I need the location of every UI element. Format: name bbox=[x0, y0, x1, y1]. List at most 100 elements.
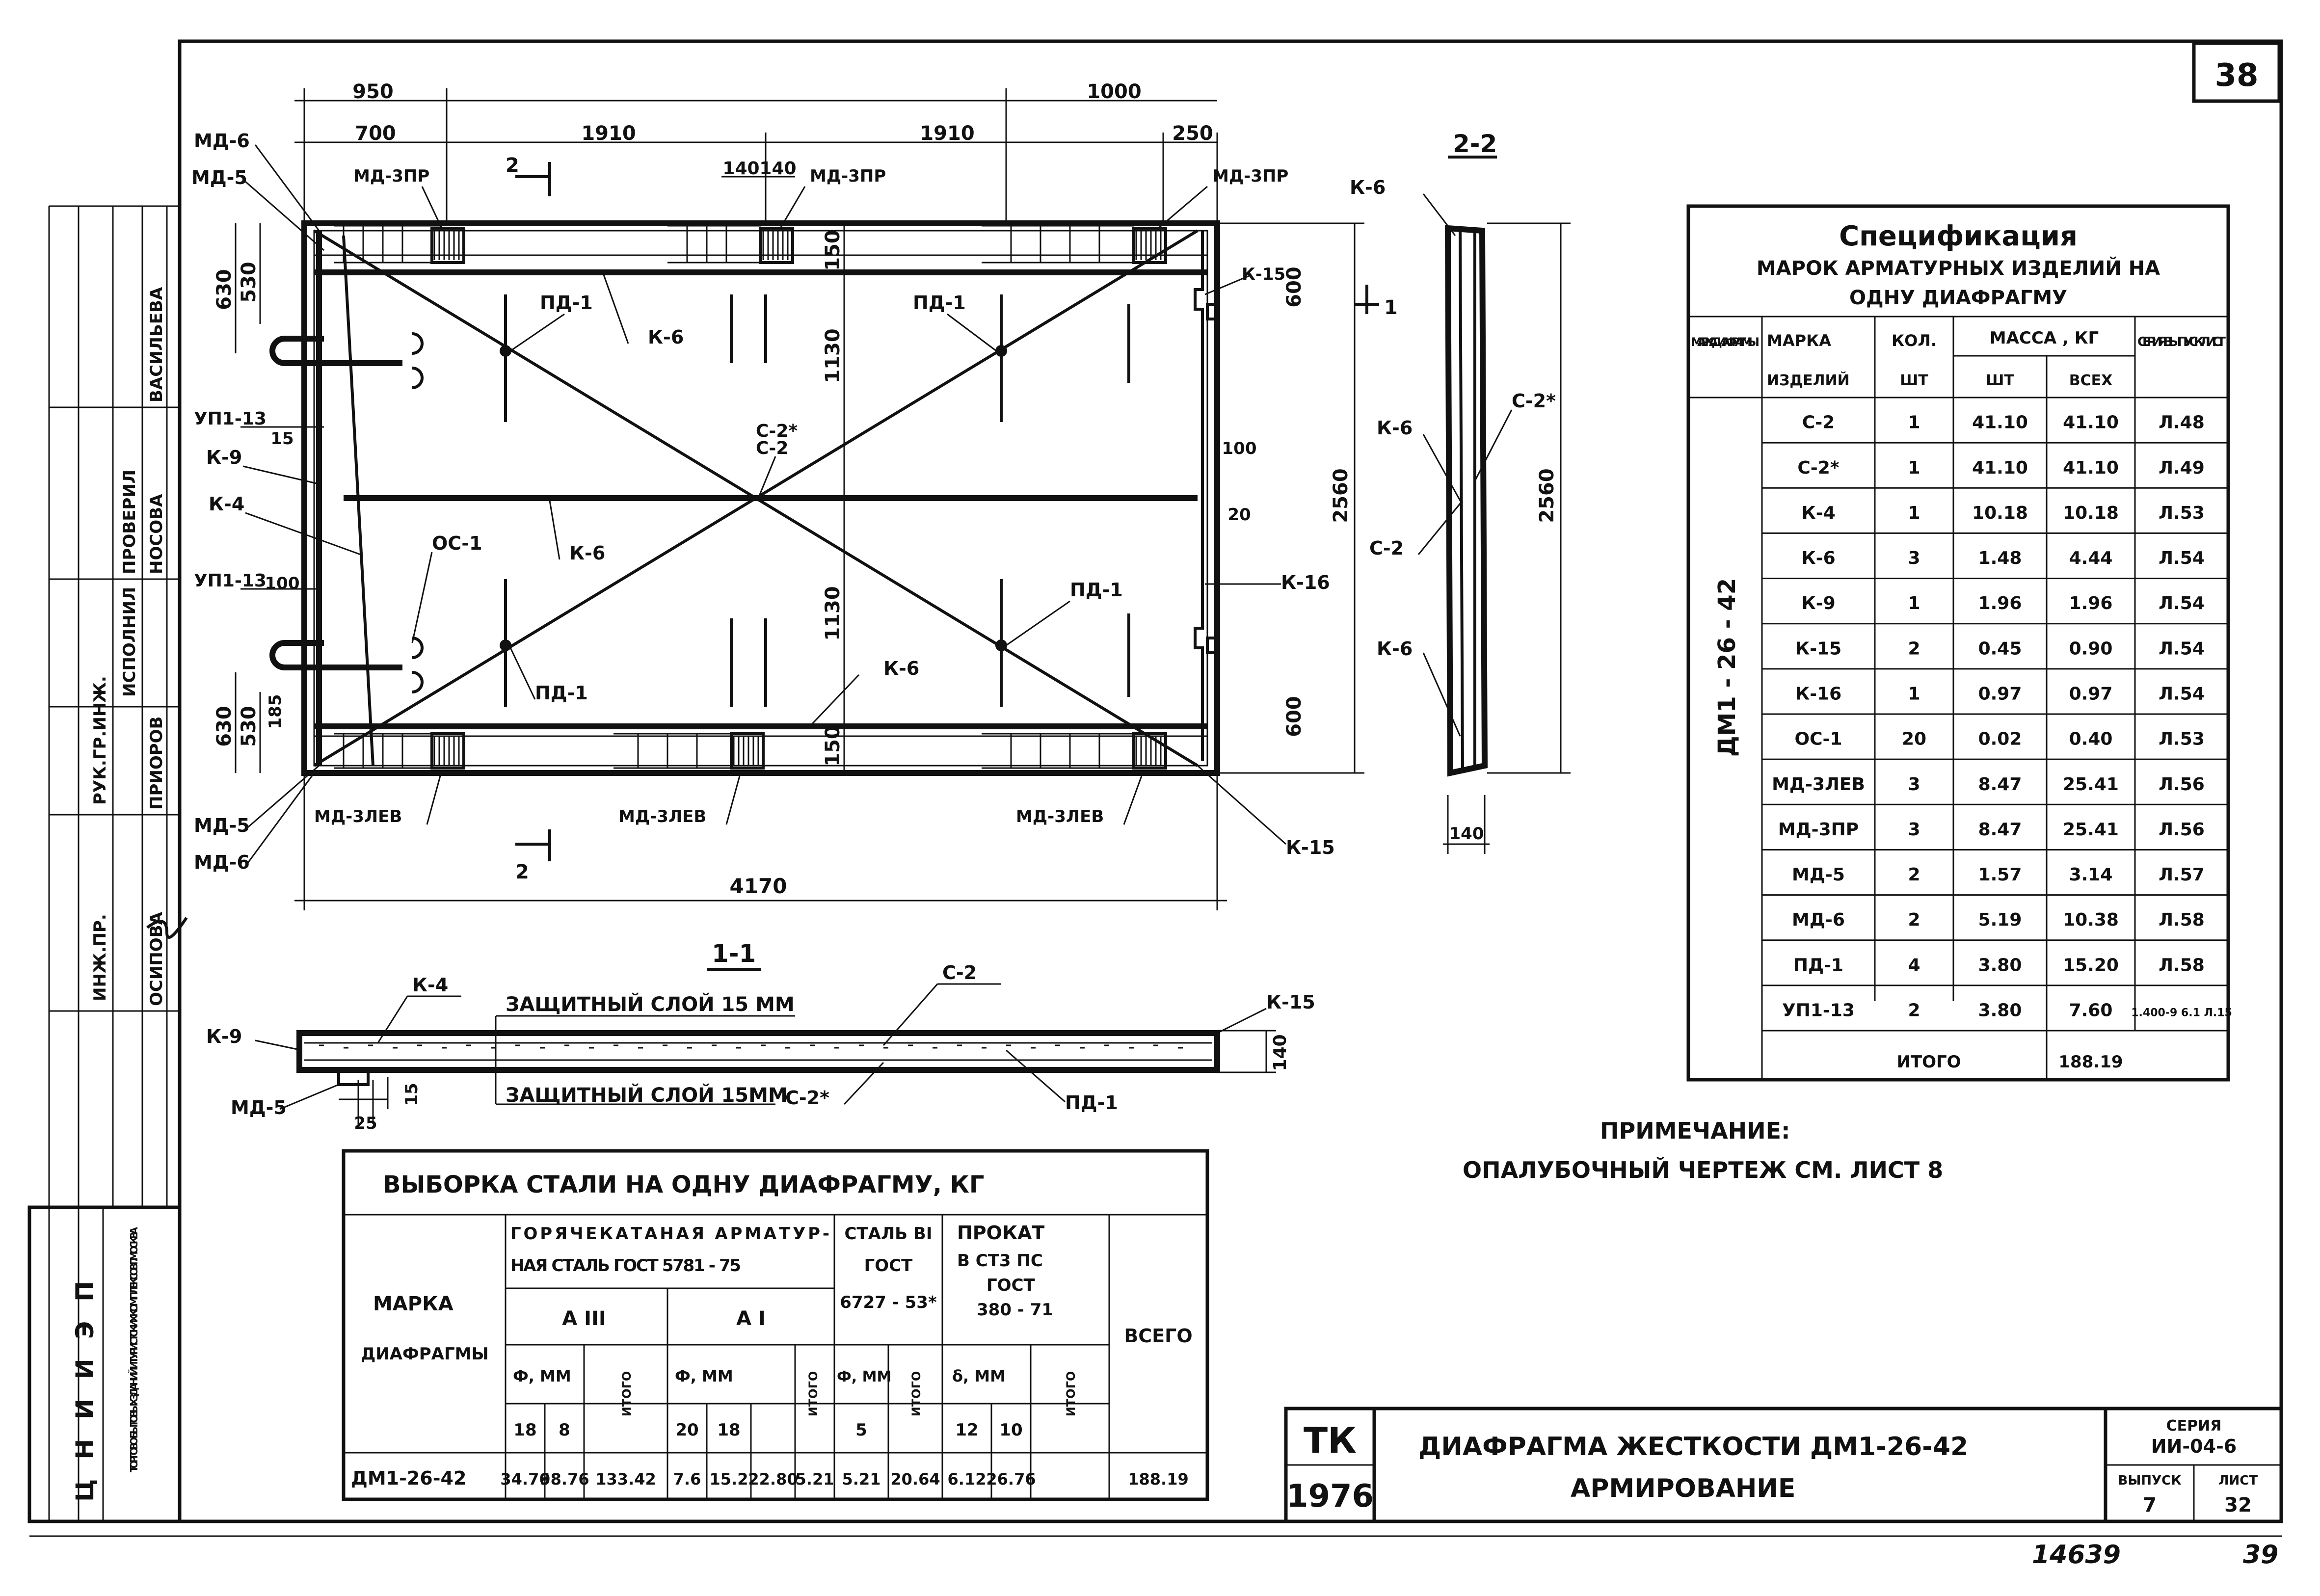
spec-cell: 0.90 bbox=[2069, 638, 2113, 659]
label-11-c2s: С-2* bbox=[785, 1087, 829, 1109]
note-text: ОПАЛУБОЧНЫЙ ЧЕРТЕЖ СМ. ЛИСТ 8 bbox=[1463, 1157, 1943, 1183]
spec-cell: 2 bbox=[1908, 910, 1920, 930]
svg-text:ГОРЯЧЕКАТАНАЯ АРМАТУР-: ГОРЯЧЕКАТАНАЯ АРМАТУР- bbox=[510, 1224, 829, 1244]
spec-cell: МД-3ЛЕВ bbox=[1772, 774, 1865, 795]
label-up-1: УП1-13 bbox=[194, 409, 267, 429]
label-md3pr-1: МД-3ПР bbox=[353, 166, 429, 186]
svg-text:НАЯ СТАЛЬ ГОСТ 5781 - 75: НАЯ СТАЛЬ ГОСТ 5781 - 75 bbox=[510, 1256, 741, 1276]
svg-text:ИТОГО: ИТОГО bbox=[1064, 1371, 1078, 1417]
name-1: ВАСИЛЬЕВА bbox=[147, 287, 166, 402]
spec-cell: МД-6 bbox=[1792, 910, 1845, 930]
svg-text:МАССА , КГ: МАССА , КГ bbox=[1990, 328, 2099, 348]
svg-text:630: 630 bbox=[213, 706, 236, 747]
svg-text:Ф, ММ: Ф, ММ bbox=[675, 1367, 733, 1385]
svg-text:Спецификация: Спецификация bbox=[1839, 220, 2078, 252]
svg-text:20: 20 bbox=[1227, 505, 1251, 525]
label-22-k6a: К-6 bbox=[1350, 177, 1386, 198]
spec-cell: МД-5 bbox=[1792, 865, 1845, 885]
spec-cell: 3.80 bbox=[1978, 955, 2022, 975]
spec-cell: Л.54 bbox=[2159, 593, 2205, 613]
spec-cell: МД-3ПР bbox=[1778, 820, 1859, 840]
svg-text:150: 150 bbox=[822, 725, 844, 767]
label-md3pr-2: МД-3ПР bbox=[810, 166, 886, 186]
steel-value-cell: 5.21 bbox=[796, 1470, 834, 1489]
spec-cell: Л.53 bbox=[2159, 503, 2205, 523]
spec-cell: 25.41 bbox=[2063, 820, 2119, 840]
spec-cell: 0.97 bbox=[1978, 684, 2022, 704]
svg-text:100: 100 bbox=[1222, 439, 1257, 458]
spec-diaphragm: ДМ1 - 26 - 42 bbox=[1713, 578, 1741, 757]
spec-cell: 1.400-9 6.1 Л.15 bbox=[2131, 1007, 2232, 1019]
svg-text:140: 140 bbox=[1270, 1034, 1290, 1071]
stamp-year: 1976 bbox=[1286, 1478, 1374, 1515]
spec-cell: 8.47 bbox=[1978, 820, 2022, 840]
svg-text:ШТ: ШТ bbox=[1986, 372, 2014, 389]
name-2: НОСОВА bbox=[147, 494, 166, 574]
spec-cell: 2 bbox=[1908, 1001, 1920, 1021]
svg-text:1910: 1910 bbox=[920, 122, 974, 145]
label-md5-bot: МД-5 bbox=[194, 815, 250, 836]
steel-table: ВЫБОРКА СТАЛИ НА ОДНУ ДИАФРАГМУ, КГ МАРК… bbox=[342, 1149, 1209, 1501]
svg-text:ОДНУ ДИАФРАГМУ: ОДНУ ДИАФРАГМУ bbox=[1849, 287, 2067, 309]
spec-cell: 25.41 bbox=[2063, 774, 2119, 795]
label-k9: К-9 bbox=[206, 447, 242, 468]
svg-text:СЕРИЯ ВЫПУСК ЛИСТ: СЕРИЯ ВЫПУСК ЛИСТ bbox=[2137, 335, 2226, 349]
spec-cell: 7.60 bbox=[2069, 1001, 2113, 1021]
svg-text:δ, ММ: δ, ММ bbox=[952, 1367, 1006, 1385]
label-22-k6b: К-6 bbox=[1377, 417, 1413, 439]
signature bbox=[146, 917, 188, 939]
role-1: РУК.ГР.ИНЖ. bbox=[90, 676, 110, 805]
svg-text:18: 18 bbox=[513, 1420, 536, 1440]
spec-cell: Л.53 bbox=[2159, 729, 2205, 749]
svg-text:5: 5 bbox=[855, 1420, 867, 1440]
spec-cell: С-2 bbox=[1802, 413, 1835, 433]
slab-outline bbox=[301, 220, 1220, 776]
spec-cell: 0.45 bbox=[1978, 638, 2022, 659]
label-11-k4: К-4 bbox=[412, 974, 448, 996]
svg-text:МАРКА: МАРКА bbox=[373, 1293, 453, 1315]
svg-text:ИТОГО: ИТОГО bbox=[806, 1371, 820, 1417]
svg-text:950: 950 bbox=[352, 80, 394, 103]
svg-text:7: 7 bbox=[2143, 1494, 2157, 1516]
svg-text:140: 140 bbox=[722, 159, 759, 179]
spec-cell: 1 bbox=[1908, 503, 1920, 523]
svg-text:2560: 2560 bbox=[1330, 468, 1352, 523]
label-11-k15: К-15 bbox=[1266, 991, 1315, 1013]
steel-value-cell: 5.21 bbox=[842, 1470, 881, 1489]
svg-text:15: 15 bbox=[270, 429, 293, 449]
spec-cell: 10.18 bbox=[2063, 503, 2119, 523]
spec-cell: 2 bbox=[1908, 638, 1920, 659]
svg-text:ПРОКАТ: ПРОКАТ bbox=[957, 1222, 1044, 1244]
spec-cell: 41.10 bbox=[1972, 413, 2028, 433]
svg-text:ИИ-04-6: ИИ-04-6 bbox=[2151, 1436, 2237, 1457]
svg-text:2560: 2560 bbox=[1536, 468, 1558, 523]
svg-text:МАРОК АРМАТУРНЫХ ИЗДЕЛИЙ НА: МАРОК АРМАТУРНЫХ ИЗДЕЛИЙ НА bbox=[1757, 256, 2160, 280]
svg-text:140: 140 bbox=[1449, 824, 1484, 844]
label-up-2: УП1-13 bbox=[194, 571, 267, 591]
label-k6-1: К-6 bbox=[648, 326, 684, 348]
side-strip: ЦНИИЭП ТОРГОВО-БЫТОВЫХ ЗДАНИЙ И ТУРИСТСК… bbox=[27, 205, 188, 1523]
cover-bottom: ЗАЩИТНЫЙ СЛОЙ 15ММ bbox=[506, 1083, 788, 1107]
svg-text:Ф, ММ: Ф, ММ bbox=[513, 1367, 571, 1385]
spec-cell: 10.38 bbox=[2063, 910, 2119, 930]
diagonal-c2s bbox=[313, 229, 1199, 767]
corner-number: 39 bbox=[2243, 1540, 2278, 1569]
spec-cell: 10.18 bbox=[1972, 503, 2028, 523]
steel-value-cell: 98.76 bbox=[539, 1470, 589, 1489]
spec-cell: Л.54 bbox=[2159, 684, 2205, 704]
label-11-k9: К-9 bbox=[206, 1026, 242, 1047]
svg-text:1000: 1000 bbox=[1087, 80, 1141, 103]
spec-cell: К-15 bbox=[1795, 638, 1841, 659]
name-3: ПРИОРОВ bbox=[147, 717, 166, 810]
label-pd1-2: ПД-1 bbox=[913, 292, 966, 314]
spec-cell: Л.56 bbox=[2159, 820, 2205, 840]
svg-text:ИТОГО: ИТОГО bbox=[620, 1371, 634, 1417]
svg-text:ЛИСТ: ЛИСТ bbox=[2218, 1473, 2258, 1488]
svg-text:МАРКА ДИАФ-РАГМЫ: МАРКА ДИАФ-РАГМЫ bbox=[1691, 335, 1760, 349]
svg-text:СЕРИЯ: СЕРИЯ bbox=[2166, 1417, 2222, 1435]
spec-cell: 1 bbox=[1908, 684, 1920, 704]
spec-cell: 1 bbox=[1908, 458, 1920, 478]
cut-mark-1: 1 bbox=[1384, 296, 1398, 319]
steel-value-cell: 6.12 bbox=[948, 1470, 987, 1489]
svg-text:600: 600 bbox=[1283, 266, 1306, 308]
